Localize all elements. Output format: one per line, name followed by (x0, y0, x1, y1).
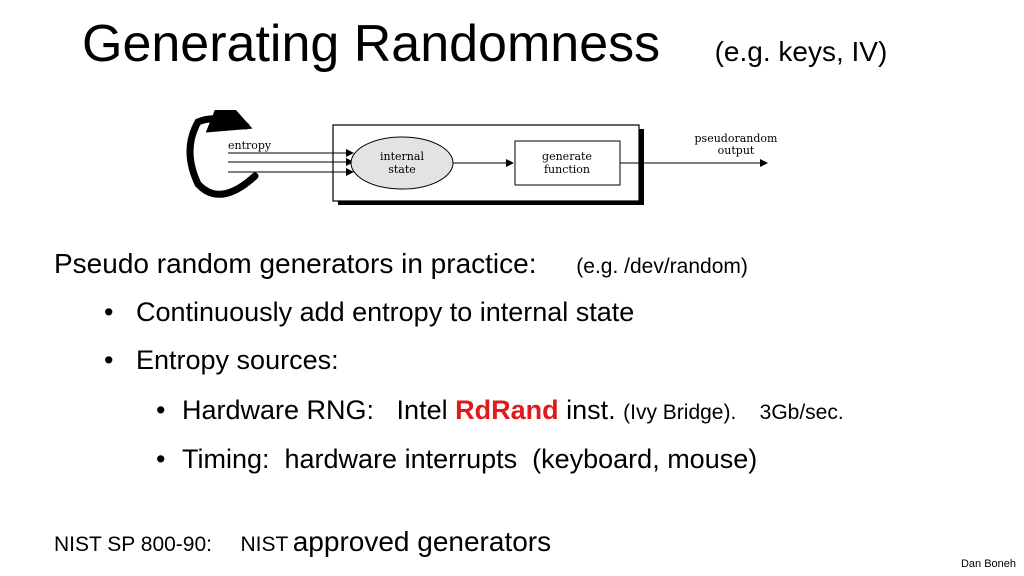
nist-footer-line: NIST SP 800-90: NIST approved generators (54, 526, 551, 558)
slide-title: Generating Randomness (e.g. keys, IV) (82, 14, 887, 74)
heading-text: Pseudo random generators in practice: (54, 248, 537, 279)
bullet-continuous-entropy: • Continuously add entropy to internal st… (104, 297, 634, 328)
internal-state-label-2: state (388, 163, 416, 176)
heading-example: (e.g. /dev/random) (576, 255, 748, 278)
internal-state-label-1: internal (380, 150, 424, 163)
bullet-text: Entropy sources: (136, 345, 339, 375)
generate-function-label-1: generate (542, 150, 592, 163)
generate-function-label-2: function (544, 163, 590, 176)
rdrand-highlight: RdRand (455, 395, 559, 425)
bullet-text: Continuously add entropy to internal sta… (136, 297, 635, 327)
title-subtitle: (e.g. keys, IV) (714, 36, 888, 67)
hardware-rng-prefix: Hardware RNG: Intel (182, 395, 456, 425)
nist-small: NIST (240, 533, 289, 556)
feedback-loop-arrow (186, 110, 259, 198)
bullet-glyph: • (156, 444, 166, 474)
hardware-rng-note: (Ivy Bridge). 3Gb/sec. (623, 401, 844, 424)
title-main: Generating Randomness (82, 15, 661, 73)
output-label-1: pseudorandom (695, 132, 779, 145)
nist-approved: approved generators (292, 526, 552, 557)
bullet-glyph: • (104, 297, 114, 327)
bullet-entropy-sources: • Entropy sources: (104, 345, 339, 376)
prng-diagram: entropy internal state generate function… (186, 110, 779, 205)
author-credit: Dan Boneh (960, 558, 1016, 570)
generate-function-node (514, 140, 621, 186)
bullet-glyph: • (156, 395, 166, 425)
timing-text: Timing: hardware interrupts (keyboard, m… (182, 444, 758, 474)
sub-bullet-hardware-rng: • Hardware RNG: Intel RdRand inst. (Ivy B… (156, 395, 844, 426)
body-heading: Pseudo random generators in practice: (e… (54, 248, 748, 280)
sub-bullet-timing: • Timing: hardware interrupts (keyboard, … (156, 444, 757, 475)
hardware-rng-mid: inst. (558, 395, 624, 425)
nist-label: NIST SP 800-90: (54, 533, 212, 556)
output-label-2: output (718, 144, 755, 157)
entropy-label: entropy (228, 139, 272, 152)
bullet-glyph: • (104, 345, 114, 375)
